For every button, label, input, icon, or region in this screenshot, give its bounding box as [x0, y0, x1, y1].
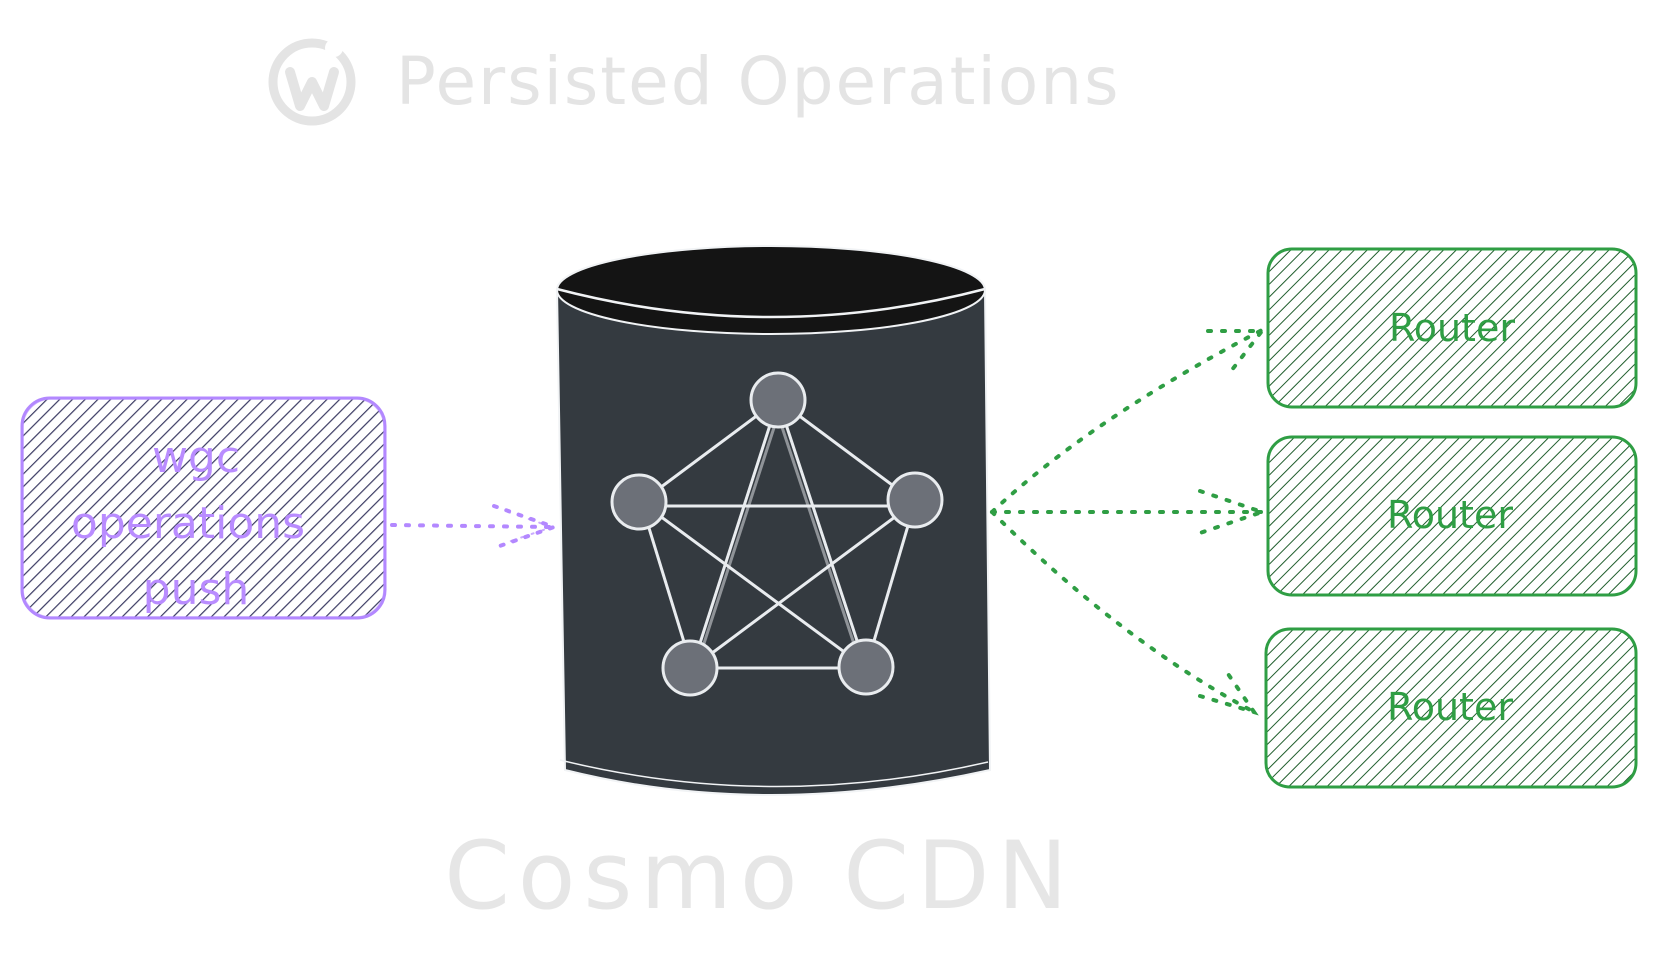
router-label: Router [1387, 493, 1513, 537]
arrow-to-router-1 [990, 328, 1264, 514]
cdn-label: Cosmo CDN [444, 822, 1075, 931]
cdn-storage-cylinder[interactable] [555, 245, 992, 796]
router-arrows [990, 328, 1269, 716]
push-arrow [390, 504, 561, 550]
graph-node [749, 371, 807, 429]
wundergraph-logo-icon [268, 38, 356, 126]
source-label-line-2: operations [71, 498, 305, 549]
graph-node [886, 471, 944, 529]
source-label-line-3: push [143, 564, 250, 615]
graph-node [837, 638, 895, 696]
router-box-3[interactable]: Router [1264, 627, 1638, 789]
graph-nodes [610, 371, 944, 697]
page-title: Persisted Operations [396, 43, 1121, 120]
router-box-2[interactable]: Router [1266, 435, 1638, 597]
source-box[interactable]: wgc operations push [20, 396, 387, 620]
router-label: Router [1389, 306, 1515, 350]
router-label: Router [1387, 685, 1513, 729]
source-label-line-1: wgc [152, 432, 240, 483]
router-box-1[interactable]: Router [1266, 247, 1638, 409]
title-group: Persisted Operations [268, 38, 1121, 126]
graph-node [610, 473, 668, 531]
graph-node [661, 639, 719, 697]
arrow-to-router-3 [990, 510, 1256, 714]
